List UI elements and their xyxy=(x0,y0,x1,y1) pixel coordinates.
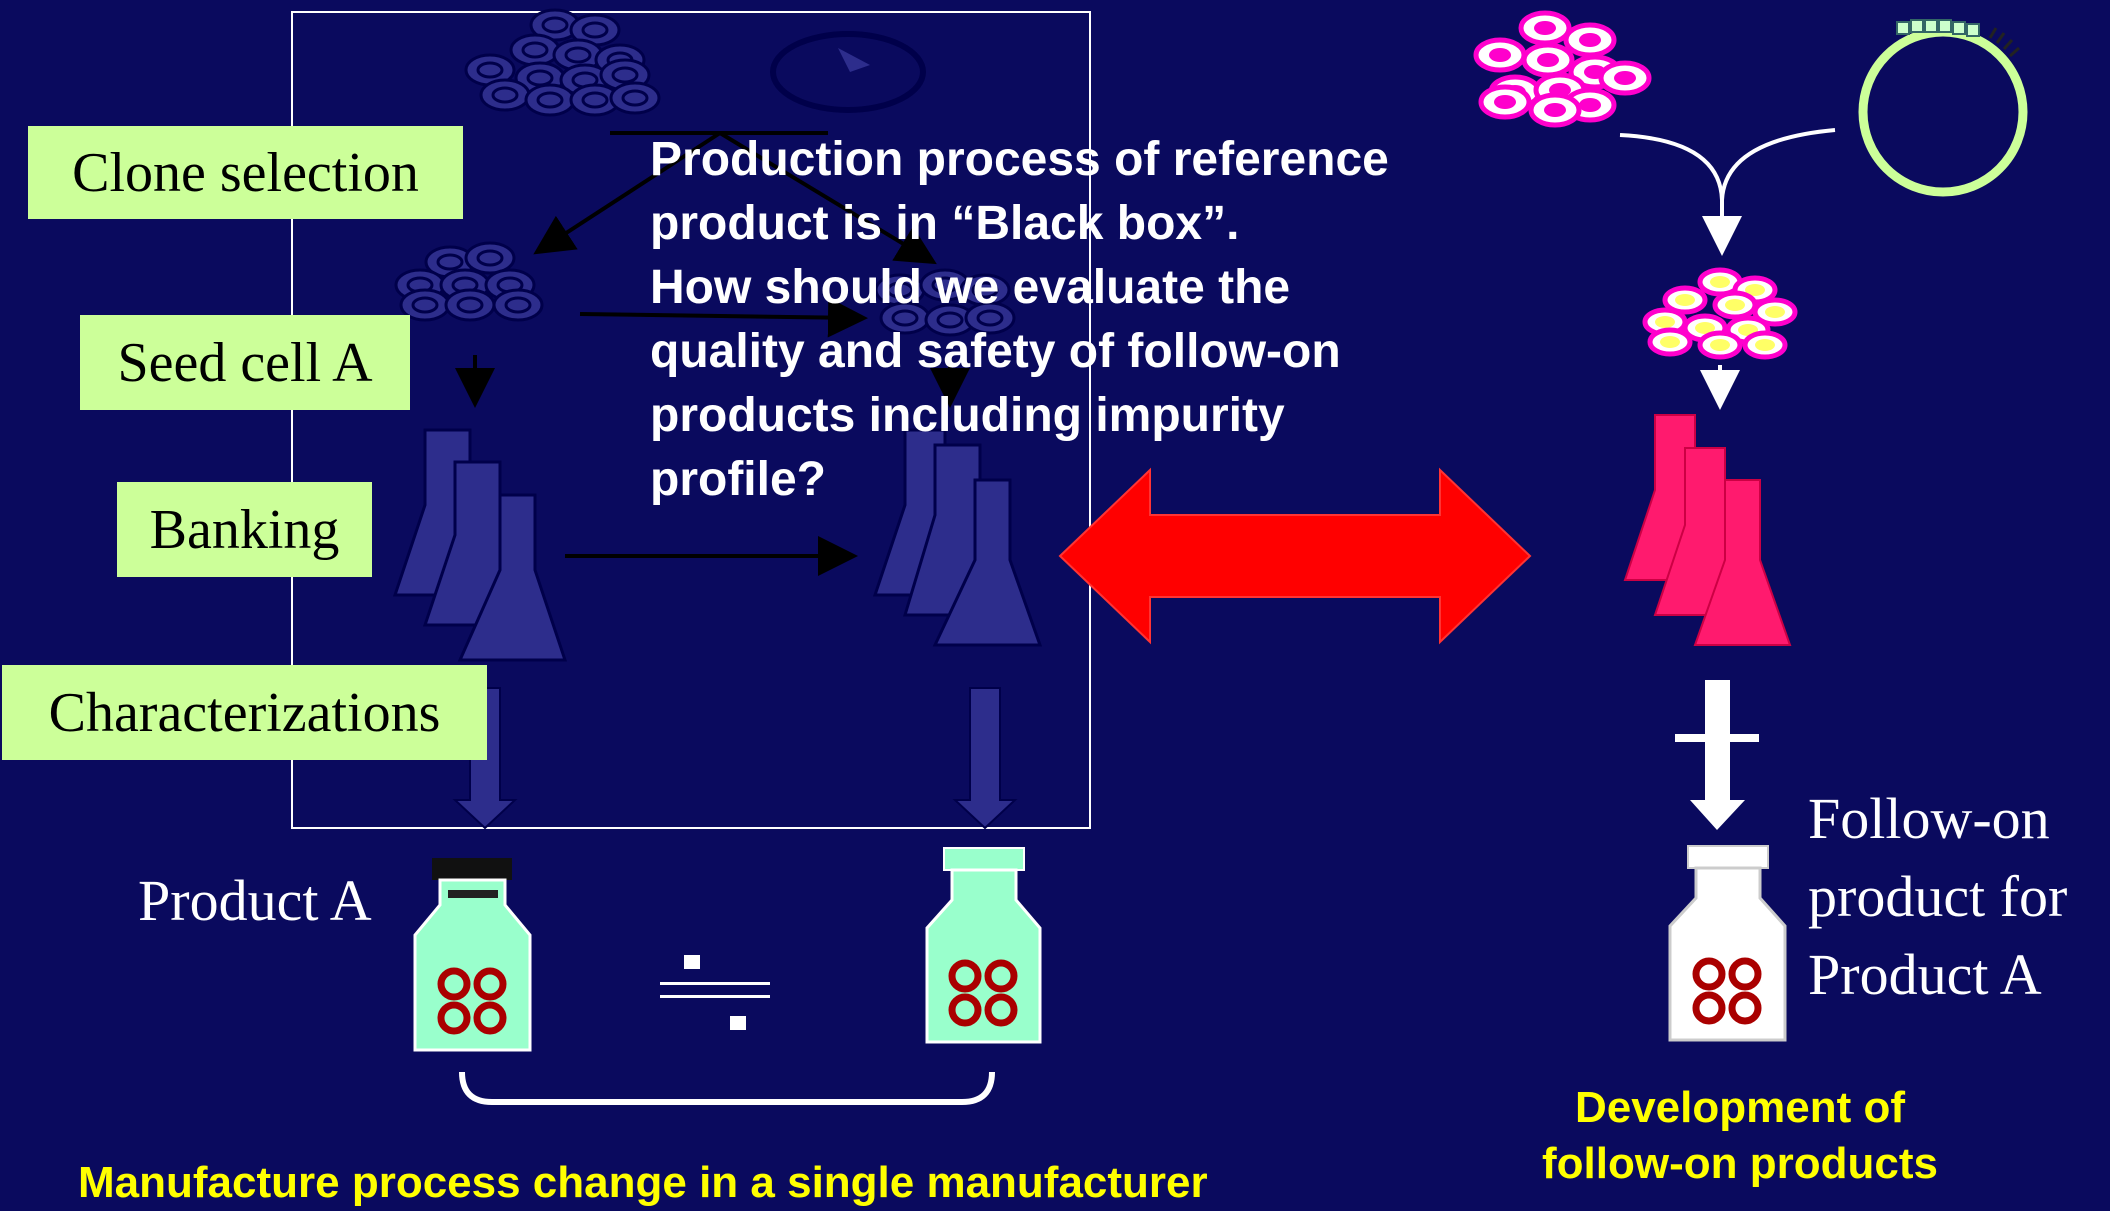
follow-on-line-3: Product A xyxy=(1808,942,2042,1007)
product-a-label: Product A xyxy=(138,868,372,933)
follow-on-label: Follow-on product for Product A xyxy=(1808,780,2067,1014)
follow-on-line-2: product for xyxy=(1808,864,2068,929)
question-line-6: profile? xyxy=(650,453,826,506)
down-arrow-follow-on-icon xyxy=(1675,680,1759,830)
seed-cell-cluster-left-icon xyxy=(394,241,544,322)
question-line-5: products including impurity xyxy=(650,389,1285,442)
reference-plasmid-icon xyxy=(770,31,926,113)
question-line-3: How should we evaluate the xyxy=(650,261,1291,314)
follow-on-vial-icon xyxy=(1668,845,1787,1042)
label-characterizations: Characterizations xyxy=(2,665,487,760)
comparable-symbol-icon xyxy=(660,955,770,1030)
post-change-vial-icon xyxy=(925,847,1042,1044)
comparison-bracket xyxy=(459,1071,995,1105)
label-banking: Banking xyxy=(117,482,372,577)
caption-development-line-1: Development of xyxy=(1574,1083,1906,1132)
question-line-4: quality and safety of follow-on xyxy=(650,325,1341,378)
merge-arrows xyxy=(1619,128,1836,410)
host-cell-cluster-icon xyxy=(1476,13,1649,125)
caption-development: Development of follow-on products xyxy=(1515,1080,1965,1192)
label-clone-selection: Clone selection xyxy=(28,126,463,219)
black-box-question: Production process of reference product … xyxy=(650,128,1510,512)
expression-plasmid-icon xyxy=(1858,19,2028,197)
split-arrows xyxy=(455,131,970,576)
question-line-2: product is in “Black box”. xyxy=(650,197,1240,250)
culture-flask-left-icon xyxy=(392,428,568,662)
caption-development-line-2: follow-on products xyxy=(1542,1139,1938,1188)
culture-flask-right-icon xyxy=(872,428,1043,647)
product-a-vial-icon xyxy=(413,858,532,1052)
black-box-frame xyxy=(291,11,1091,829)
down-arrow-right-icon xyxy=(952,687,1018,830)
transfected-cell-cluster-icon xyxy=(1645,270,1795,357)
follow-on-line-1: Follow-on xyxy=(1808,786,2050,851)
question-line-1: Production process of reference xyxy=(650,133,1389,186)
label-seed-cell: Seed cell A xyxy=(80,315,410,410)
culture-flask-follow-on-icon xyxy=(1623,414,1792,646)
reference-cell-cluster-icon xyxy=(464,8,661,117)
comparison-double-arrow-icon xyxy=(1058,467,1532,645)
caption-manufacture-change: Manufacture process change in a single m… xyxy=(78,1158,1208,1207)
